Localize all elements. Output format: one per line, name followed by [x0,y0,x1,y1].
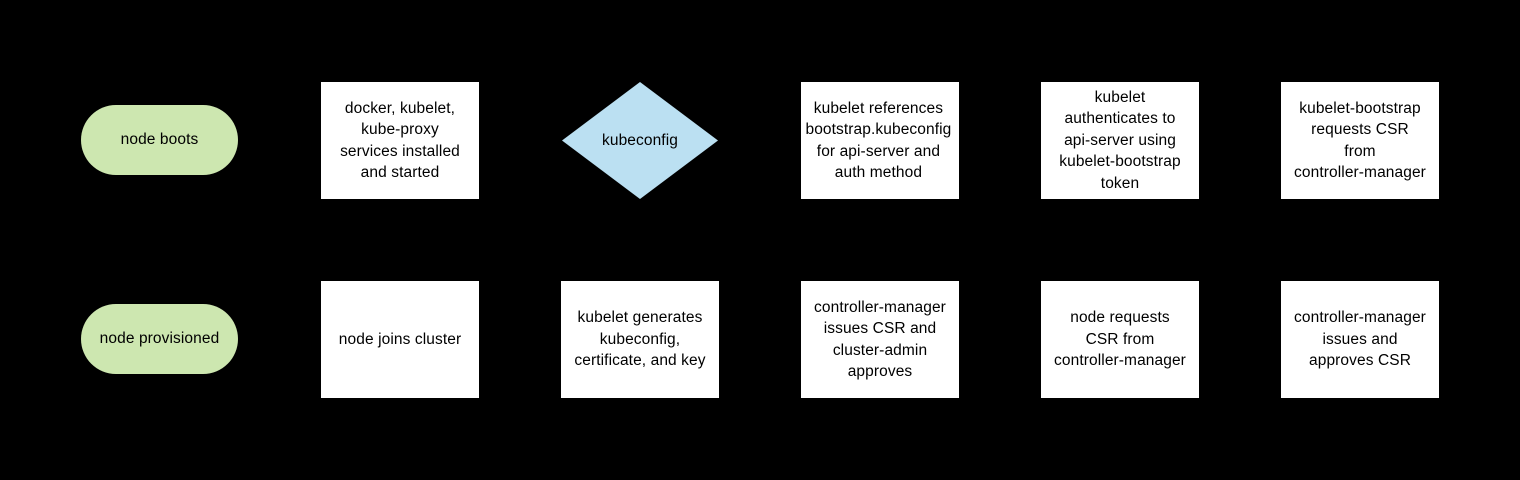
node-kubelet-references-bootstrap[interactable]: kubelet references bootstrap.kubeconfig … [801,82,959,199]
node-label: docker, kubelet, kube-proxy services ins… [340,99,460,182]
node-label: kubeconfig [602,131,678,149]
node-controller-manager-issues-csr[interactable]: controller-manager issues CSR and cluste… [801,281,959,398]
node-node-requests-csr[interactable]: node requests CSR from controller-manage… [1041,281,1199,398]
node-kubelet-generates[interactable]: kubelet generates kubeconfig, certificat… [561,281,719,398]
node-label: kubelet authenticates to api-server usin… [1059,88,1181,192]
node-label: node provisioned [99,330,220,348]
node-label: kubelet-bootstrap requests CSR from cont… [1294,99,1426,182]
node-node-boots[interactable]: node boots [81,105,238,175]
node-services-installed[interactable]: docker, kubelet, kube-proxy services ins… [321,82,479,199]
node-node-joins-cluster[interactable]: node joins cluster [321,281,479,398]
node-label: controller-manager issues CSR and cluste… [814,298,946,381]
node-controller-manager-approves[interactable]: controller-manager issues and approves C… [1281,281,1439,398]
node-label: kubelet generates kubeconfig, certificat… [574,309,706,370]
node-kubeconfig-decision[interactable]: kubeconfig [562,82,718,199]
node-kubelet-bootstrap-requests-csr[interactable]: kubelet-bootstrap requests CSR from cont… [1281,82,1439,199]
node-label: kubelet references bootstrap.kubeconfig … [805,99,952,182]
node-label: node boots [120,131,199,149]
node-node-provisioned[interactable]: node provisioned [81,304,238,374]
node-label: node joins cluster [338,330,462,348]
node-label: controller-manager issues and approves C… [1294,309,1426,370]
node-kubelet-authenticates[interactable]: kubelet authenticates to api-server usin… [1041,82,1199,199]
node-label: node requests CSR from controller-manage… [1054,309,1186,370]
